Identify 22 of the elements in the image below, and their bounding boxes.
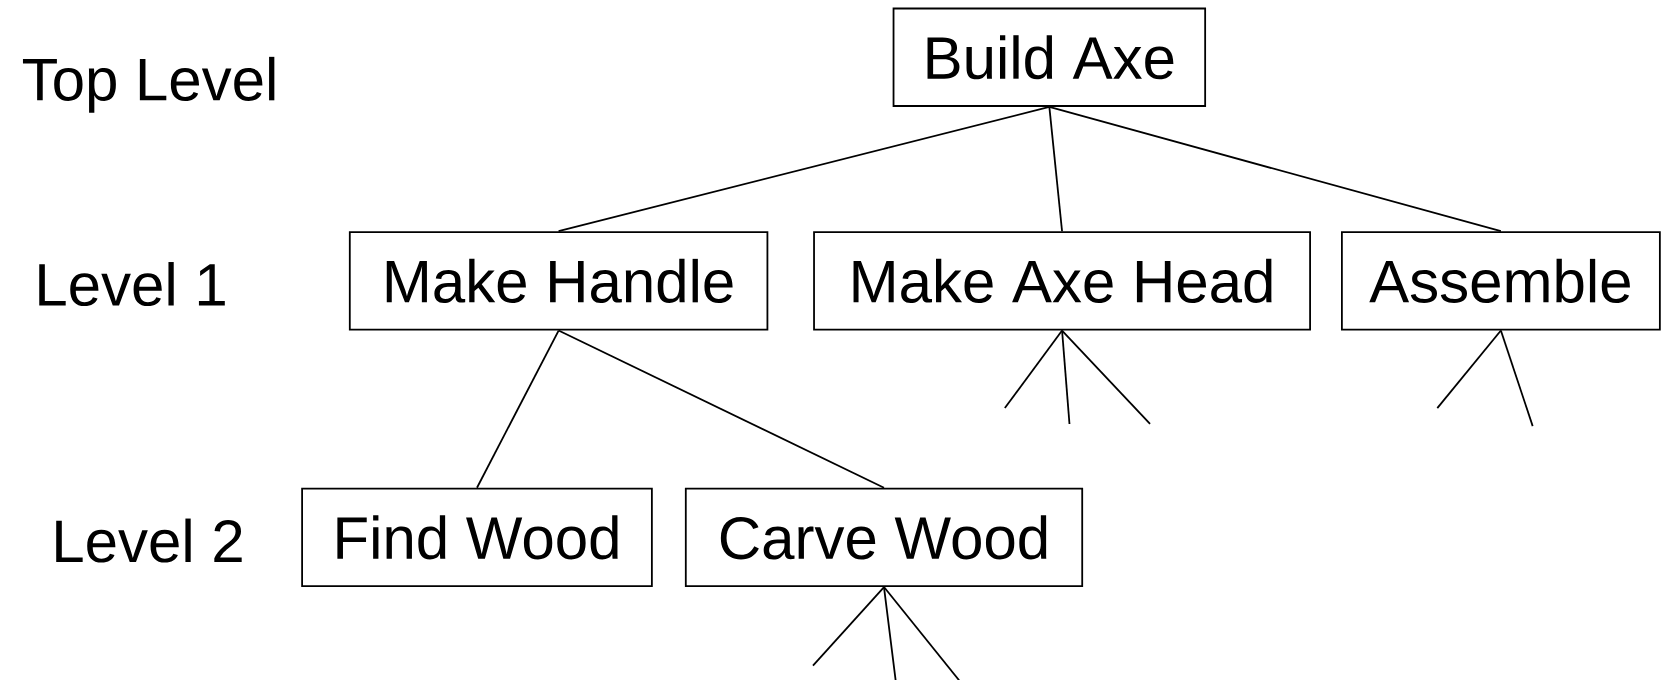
connector-line — [1061, 329, 1151, 425]
connector-line — [1436, 329, 1502, 409]
task-box: Build Axe — [892, 7, 1207, 107]
connector-line — [883, 585, 897, 680]
connector-line — [1061, 329, 1071, 425]
connector-line — [1048, 105, 1502, 232]
connector-line — [557, 105, 1051, 232]
task-box: Find Wood — [301, 487, 653, 587]
level-label: Top Level — [22, 56, 275, 113]
connector-line — [476, 329, 560, 489]
task-box: Make Axe Head — [813, 231, 1311, 331]
connector-line — [1048, 105, 1063, 232]
task-box: Carve Wood — [684, 487, 1084, 587]
connector-line — [883, 585, 961, 680]
connector-line — [1500, 329, 1534, 427]
level-label: Level 2 — [56, 518, 242, 563]
task-box: Assemble — [1341, 231, 1661, 331]
connector-line — [812, 585, 885, 667]
level-label: Level 1 — [39, 261, 225, 306]
connector-line — [1003, 329, 1063, 409]
task-box: Make Handle — [348, 231, 769, 331]
connector-line — [557, 329, 885, 489]
